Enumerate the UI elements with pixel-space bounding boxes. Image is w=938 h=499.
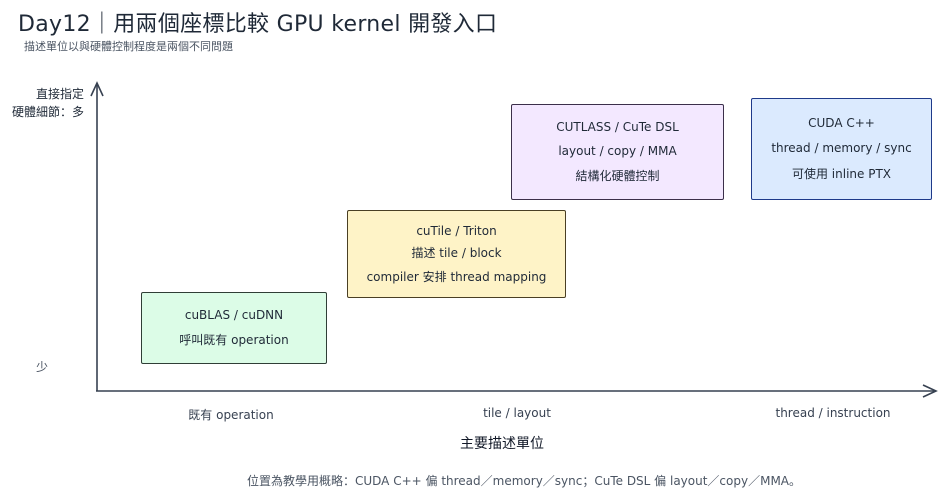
- node-cublas-cudnn: cuBLAS / cuDNN 呼叫既有 operation: [141, 292, 327, 364]
- y-axis-label-top: 直接指定: [35, 87, 84, 101]
- node-cuda-line1: thread / memory / sync: [771, 140, 912, 155]
- x-tick-tile-layout: tile / layout: [483, 406, 551, 420]
- y-axis-label-bottom: 硬體細節：多: [11, 105, 84, 119]
- x-tick-thread-instruction: thread / instruction: [775, 406, 891, 420]
- node-cuda-line2: 可使用 inline PTX: [791, 167, 891, 182]
- y-axis-low-label: 少: [36, 360, 49, 374]
- x-axis-label: 主要描述單位: [460, 436, 544, 452]
- page-title: Day12｜用兩個座標比較 GPU kernel 開發入口: [18, 12, 498, 37]
- footnote: 位置為教學用概略：CUDA C++ 偏 thread／memory／sync；C…: [246, 474, 802, 488]
- node-cutile-line1: 描述 tile / block: [411, 246, 502, 260]
- node-cutile-line2: compiler 安排 thread mapping: [366, 269, 547, 284]
- y-axis-label: 直接指定 硬體細節：多: [4, 85, 84, 121]
- node-cutlass-title: CUTLASS / CuTe DSL: [556, 120, 679, 135]
- node-cuda-title: CUDA C++: [808, 115, 875, 130]
- node-cutlass-line1: layout / copy / MMA: [558, 143, 677, 158]
- node-cuda-cpp: CUDA C++ thread / memory / sync 可使用 inli…: [751, 98, 932, 200]
- node-cutlass-line2: 結構化硬體控制: [575, 168, 660, 183]
- node-cutile-triton: cuTile / Triton 描述 tile / block compiler…: [347, 210, 566, 298]
- node-cutlass-cute: CUTLASS / CuTe DSL layout / copy / MMA 結…: [511, 104, 724, 200]
- x-axis-arrowhead: [922, 384, 938, 398]
- node-cublas-line1: 呼叫既有 operation: [179, 333, 289, 347]
- node-cutile-title: cuTile / Triton: [416, 223, 497, 238]
- y-axis-arrowhead: [90, 81, 104, 97]
- node-cublas-title: cuBLAS / cuDNN: [184, 308, 284, 322]
- x-tick-operation: 既有 operation: [188, 408, 274, 422]
- page-subtitle: 描述單位以與硬體控制程度是兩個不同問題: [24, 40, 233, 53]
